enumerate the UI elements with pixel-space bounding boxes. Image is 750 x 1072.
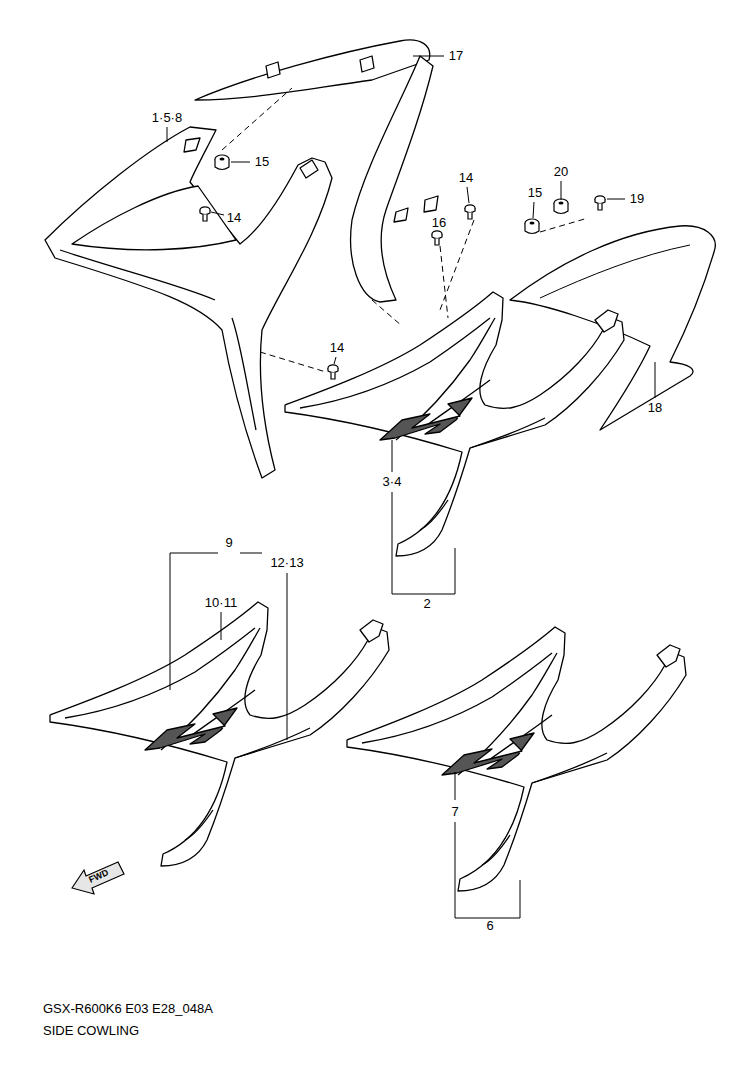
callout-number: 2 bbox=[423, 597, 430, 611]
callout-number: 14 bbox=[330, 341, 344, 355]
callout-number: 16 bbox=[431, 216, 447, 230]
callout-number: 17 bbox=[449, 49, 463, 63]
callout-number: 15 bbox=[528, 186, 542, 200]
callout-number: 7 bbox=[451, 805, 458, 819]
callout-number: 12·13 bbox=[270, 556, 303, 570]
callout-number: 18 bbox=[648, 401, 662, 415]
diagram-title: SIDE COWLING bbox=[43, 1024, 139, 1038]
callout-number: 1·5·8 bbox=[152, 111, 182, 125]
arrow-label: FWD bbox=[88, 868, 111, 885]
callout-number: 15 bbox=[255, 155, 269, 169]
callout-number: 14 bbox=[459, 171, 473, 185]
diagram-code: GSX-R600K6 E03 E28_048A bbox=[43, 1002, 213, 1016]
callout-number: 19 bbox=[630, 192, 644, 206]
callout-number: 6 bbox=[486, 919, 493, 933]
callout-number: 3·4 bbox=[383, 475, 402, 489]
callout-number: 14 bbox=[227, 211, 241, 225]
callout-number: 9 bbox=[225, 536, 232, 550]
fwd-arrow bbox=[72, 862, 124, 894]
callout-number: 10·11 bbox=[205, 596, 237, 610]
callout-number: 20 bbox=[554, 165, 568, 179]
